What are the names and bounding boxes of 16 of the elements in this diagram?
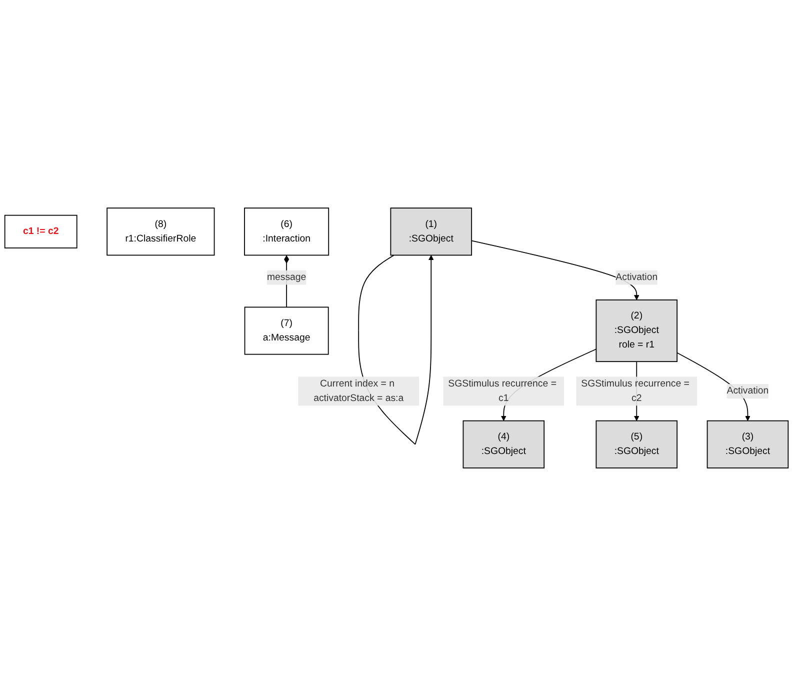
node-box: (7) a:Message [244, 306, 329, 355]
node-box: (1) :SGObject [390, 208, 472, 256]
edge-label: Activation [616, 272, 658, 282]
edge-label: SGStimulus recurrence = c2 [581, 378, 690, 404]
edge-label: message [266, 272, 306, 282]
node-box: (8) r1:ClassifierRole [106, 208, 215, 256]
edge-label: SGStimulus recurrence = c1 [448, 378, 556, 404]
node-box: (3) :SGObject [706, 420, 789, 468]
node-box: (4) :SGObject [462, 420, 545, 468]
node-box: c1 != c2 [4, 214, 78, 248]
edge-label: Current index = n activatorStack = as:a [314, 378, 404, 404]
node-box: (2) :SGObject role = r1 [596, 299, 678, 362]
arrow [471, 240, 640, 300]
node-box: (5) :SGObject [596, 420, 678, 468]
edge-label: Activation [726, 386, 769, 396]
node-box: (6) :Interaction [244, 208, 330, 256]
